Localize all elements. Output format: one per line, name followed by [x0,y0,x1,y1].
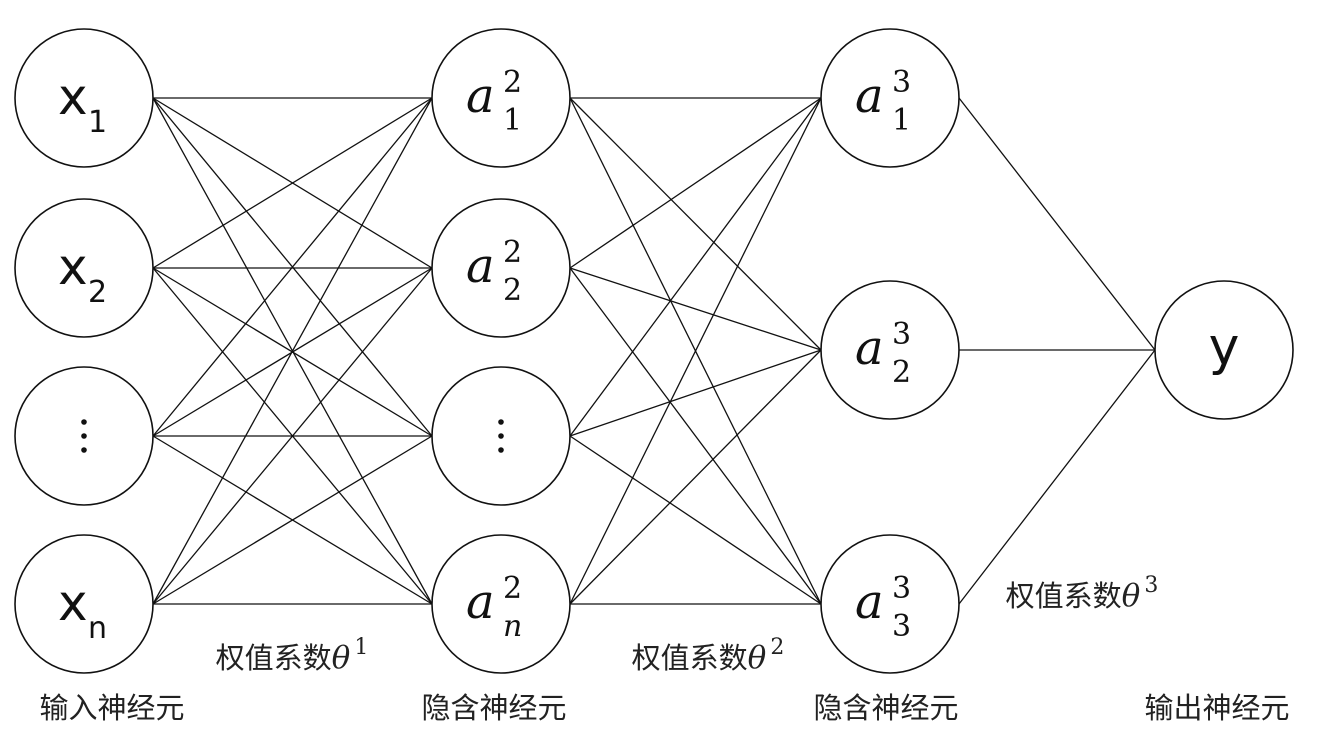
neuron-subscript: n [88,611,107,646]
edge-l2-n2-to-n3 [569,267,822,605]
neuron-subscript: 2 [892,355,911,390]
neuron-superscript: 3 [892,317,911,352]
edge-l2-n3-to-n2 [569,349,822,437]
ellipsis-dot [498,447,504,453]
neuron-superscript: 3 [892,65,911,100]
neuron-label: x [58,238,88,296]
ellipsis-dot [81,419,87,425]
neuron-circle [14,28,154,168]
edge-l2-n3-to-n3 [569,435,822,605]
neuron-l2-3 [431,366,571,506]
neuron-circle [431,534,571,674]
neuron-label: a [466,68,495,124]
edge-l3-n3-to-n1 [958,349,1156,605]
neuron-subscript: 1 [88,105,107,140]
neuron-superscript: 2 [503,65,522,100]
edge-l2-n3-to-n1 [569,97,822,437]
edge-l1-n4-to-n1 [152,97,433,605]
edge-l1-n4-to-n3 [152,435,433,605]
neuron-label: a [466,238,495,294]
neuron-subscript: 1 [503,103,522,138]
neuron-label: x [58,574,88,632]
layer-caption-2: 隐含神经元 [421,691,566,725]
neuron-superscript: 3 [892,571,911,606]
edge-l2-n2-to-n2 [569,267,822,351]
neuron-label: y [1209,317,1240,377]
neuron-subscript: n [503,609,522,644]
neuron-label: a [466,574,495,630]
neuron-label: a [855,68,884,124]
neuron-circle [1154,280,1294,420]
neuron-superscript: 2 [503,235,522,270]
neuron-circle [431,28,571,168]
layer-caption-3: 隐含神经元 [813,691,958,725]
neuron-subscript: 2 [503,273,522,308]
neuron-subscript: 1 [892,103,911,138]
neuron-circle [820,534,960,674]
layer-caption-1: 输入神经元 [39,691,184,725]
ellipsis-dot [498,419,504,425]
neuron-l1-3 [14,366,154,506]
neuron-subscript: 3 [892,609,911,644]
ellipsis-dot [81,433,87,439]
edge-l2-n2-to-n1 [569,97,822,269]
neuron-circle [14,198,154,338]
edge-l1-n3-to-n1 [152,97,433,437]
edge-l1-n2-to-n1 [152,97,433,269]
neuron-label: a [855,574,884,630]
neuron-circle [431,198,571,338]
connections [152,97,1156,605]
edge-l2-n4-to-n1 [569,97,822,605]
neuron-label: a [855,320,884,376]
neuron-circle [820,28,960,168]
edge-l2-n4-to-n2 [569,349,822,605]
neuron-label: x [58,68,88,126]
neuron-subscript: 2 [88,275,107,310]
ellipsis-dot [498,433,504,439]
layer-caption-4: 输出神经元 [1144,691,1289,725]
edge-l2-n1-to-n2 [569,97,822,351]
neuron-circle [820,280,960,420]
neuron-l4-1: y [1154,280,1294,420]
edge-l3-n1-to-n1 [958,97,1156,351]
layer-captions: 输入神经元 隐含神经元 隐含神经元 输出神经元 [39,691,1289,725]
neuron-circle [14,534,154,674]
neuron-superscript: 2 [503,571,522,606]
ellipsis-dot [81,447,87,453]
edge-l1-n4-to-n2 [152,267,433,605]
